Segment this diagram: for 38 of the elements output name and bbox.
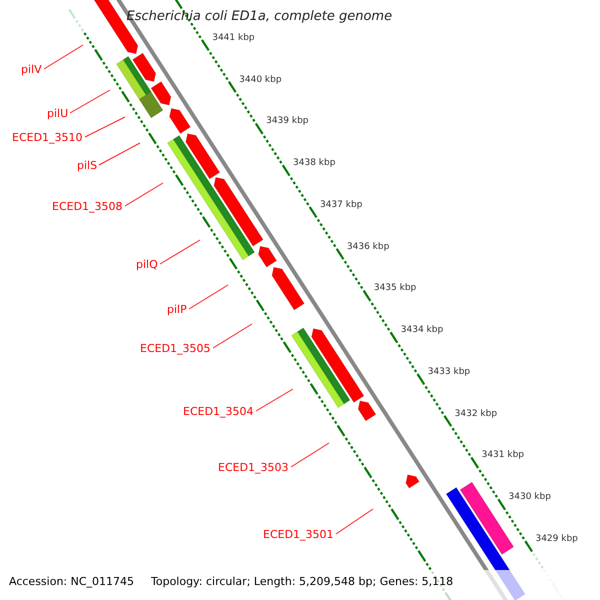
leader-line [336,508,374,534]
leader-line [188,284,228,310]
scale-label: 3440 kbp [239,74,282,86]
scale-label: 3437 kbp [320,200,362,211]
leader-line [70,90,110,114]
leader-line [256,388,294,412]
gene-label: ECED1_3501 [263,528,334,541]
scale-label: 3434 kbp [400,325,444,336]
gene-label: ECED1_3510 [12,131,83,144]
gene-label: ECED1_3504 [183,405,254,418]
gene-label: ECED1_3505 [140,342,211,355]
genome-summary: Topology: circular; Length: 5,209,548 bp; Genes: 5,118 [151,575,454,588]
scale-label: 3433 kbp [428,366,470,378]
scale-label: 3441 kbp [212,32,255,44]
scale-label: 3431 kbp [482,450,524,462]
leader-line [44,44,84,70]
leader-line [160,240,200,264]
leader-line [290,442,330,468]
leader-line [84,116,126,138]
gene-label: ECED1_3508 [52,200,123,213]
scale-label: 3436 kbp [346,242,390,253]
leader-line [124,182,164,206]
accession-text: Accession: NC_011745 [9,575,134,588]
scale-label: 3430 kbp [508,492,551,504]
leader-line [98,142,140,166]
scale-label: 3439 kbp [266,116,308,128]
scale-label: 3429 kbp [535,534,578,545]
gene-label: ECED1_3503 [218,461,289,474]
gene-label: pilQ [136,258,158,271]
gene-label: pilP [167,303,187,316]
scale-label: 3438 kbp [293,158,336,170]
leader-line [212,324,252,348]
gene-label: pilV [21,63,42,76]
scale-label: 3435 kbp [374,283,416,294]
title: Escherichia coli ED1a, complete genome [126,9,392,24]
gene-label: pilU [47,107,68,120]
gene-label: pilS [77,159,98,172]
scale-label: 3432 kbp [454,408,498,420]
